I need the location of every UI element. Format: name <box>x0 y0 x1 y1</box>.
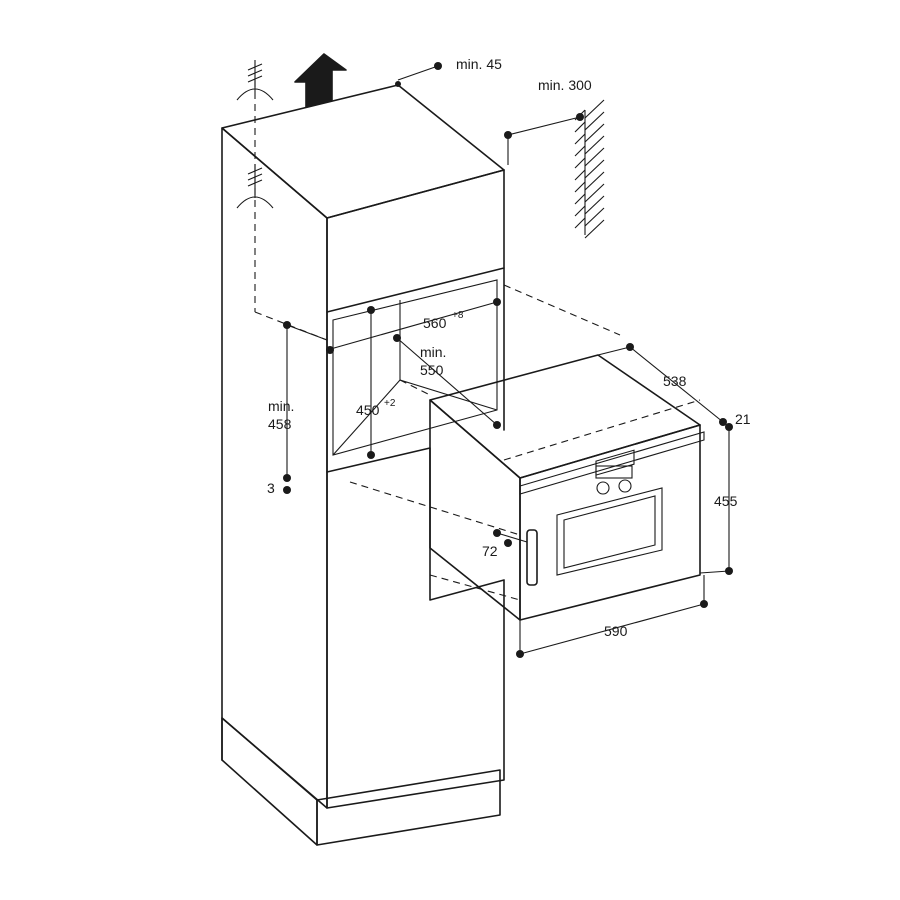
label-opening-2: 458 <box>268 416 292 432</box>
dimension-labels: min. 45 min. 300 560 +8 min. 550 450 +2 … <box>267 56 751 639</box>
tall-cabinet <box>221 84 505 846</box>
dimension-lines <box>283 62 733 658</box>
oven-handle <box>526 529 538 586</box>
arc-symbol-icon <box>236 88 274 101</box>
niche-floor-edge <box>332 379 401 456</box>
label-niche-width-tol: +8 <box>452 310 464 321</box>
oven-top <box>429 354 701 479</box>
label-niche-depth-1: min. <box>420 344 446 360</box>
ventilation-arrow-icon <box>294 53 347 108</box>
ventilation-symbol-upper <box>236 60 274 101</box>
arc-symbol-icon <box>236 196 274 209</box>
oven-front-trim <box>519 431 705 495</box>
ventilation-symbol-lower <box>236 164 274 209</box>
label-wall-clearance: min. 300 <box>538 77 592 93</box>
label-niche-height: 450 <box>356 402 380 418</box>
plinth-side <box>221 717 318 846</box>
oven-appliance <box>429 354 705 621</box>
wall-hatch <box>574 99 605 239</box>
cabinet-side-panel <box>221 127 328 809</box>
label-niche-depth-2: 550 <box>420 362 444 378</box>
cabinet-lower-door <box>326 447 505 809</box>
hidden-lines <box>254 80 701 601</box>
oven-front <box>519 424 701 621</box>
cabinet-upper-door <box>326 169 505 313</box>
label-appliance-depth: 538 <box>663 373 687 389</box>
display-icon <box>595 465 633 479</box>
label-appliance-width: 590 <box>604 623 628 639</box>
label-top-clearance: min. 45 <box>456 56 502 72</box>
label-handle-depth: 72 <box>482 543 498 559</box>
control-knob-right <box>618 479 632 493</box>
oven-window-inner <box>563 495 656 569</box>
niche-back <box>332 279 498 456</box>
oven-side <box>429 399 521 621</box>
label-niche-height-tol: +2 <box>384 398 396 409</box>
plinth-front <box>316 769 501 846</box>
control-knob-left <box>596 481 610 495</box>
oven-window <box>556 487 663 576</box>
cabinet-top <box>221 84 505 219</box>
label-niche-width: 560 <box>423 315 447 331</box>
label-appliance-height: 455 <box>714 493 738 509</box>
label-front-offset: 21 <box>735 411 751 427</box>
label-opening-1: min. <box>268 398 294 414</box>
label-base-gap: 3 <box>267 480 275 496</box>
